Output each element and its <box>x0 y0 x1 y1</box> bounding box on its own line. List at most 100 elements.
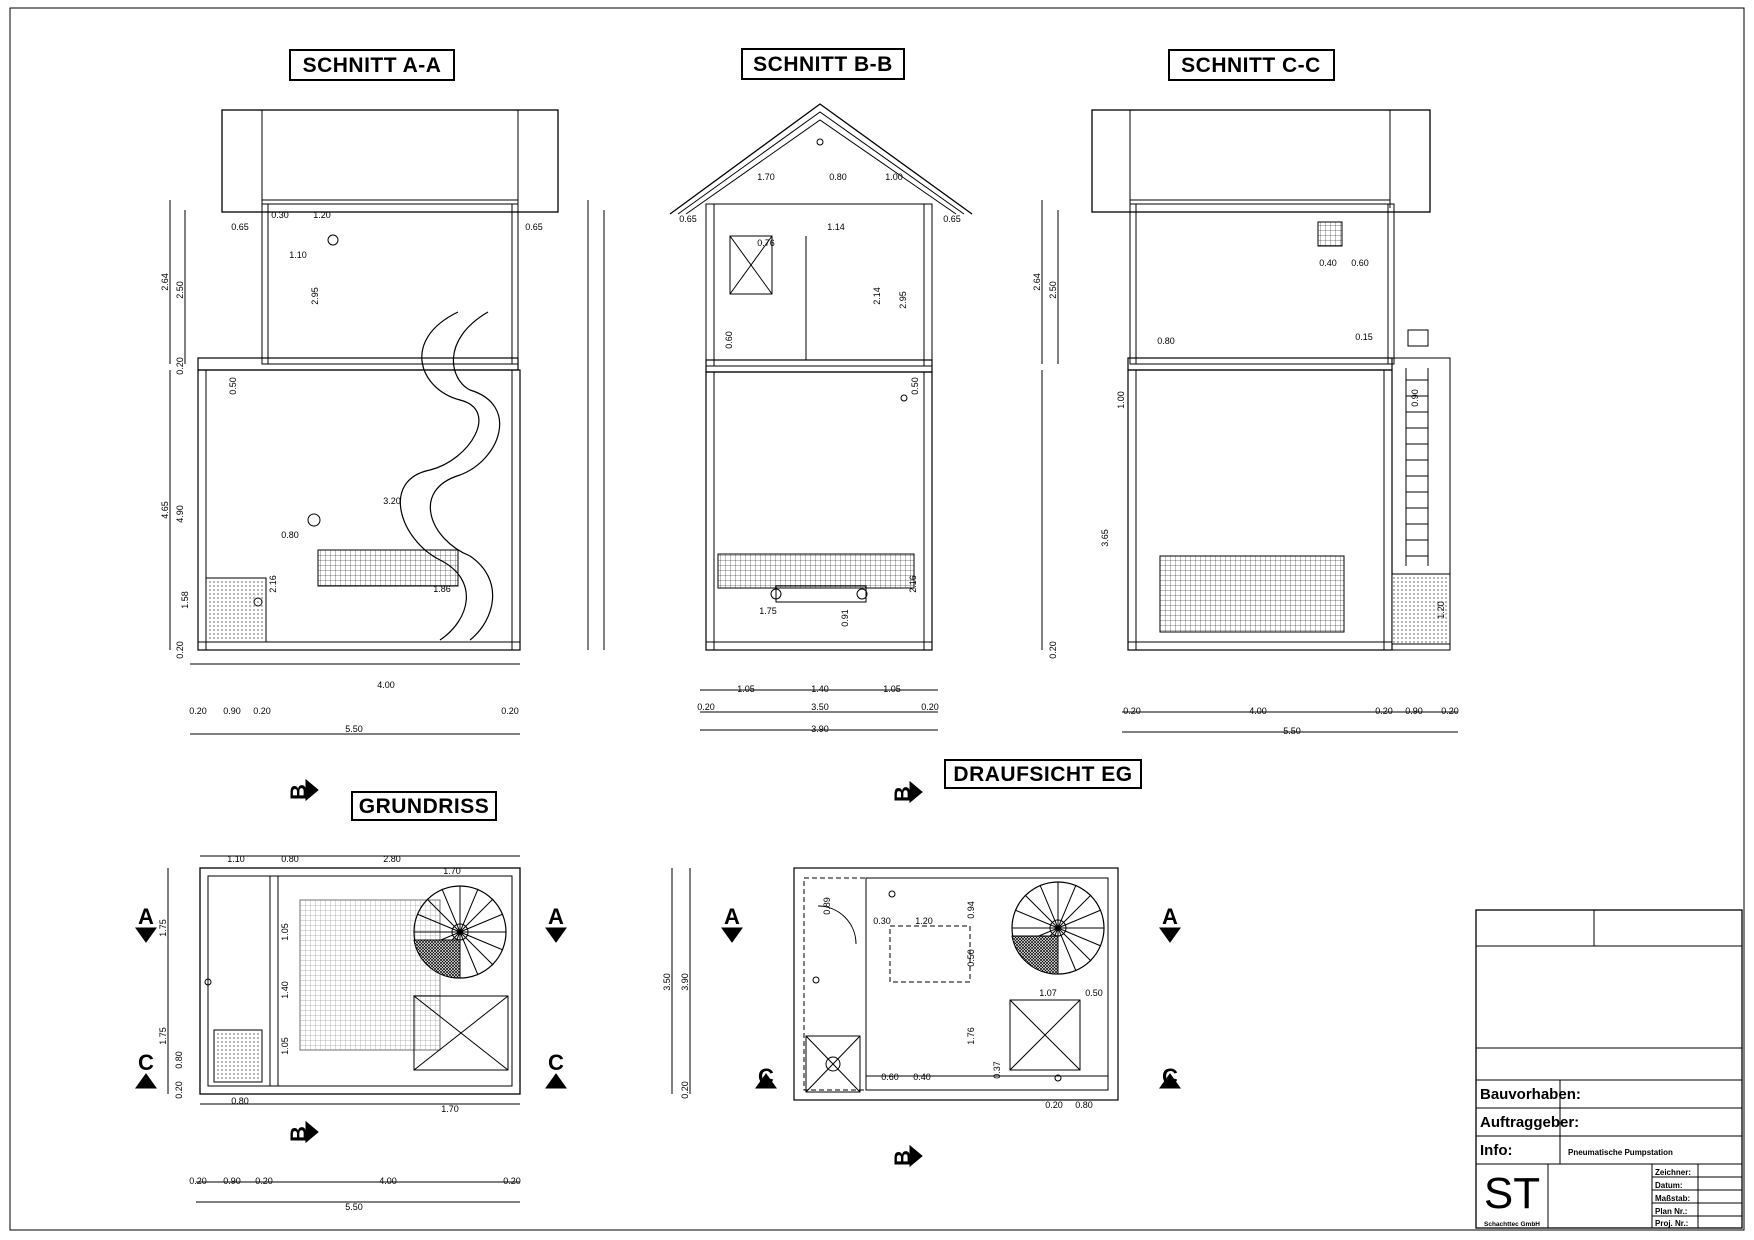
company-logo: ST Schachttec GmbH <box>1484 1169 1540 1228</box>
svg-text:0.89: 0.89 <box>822 897 832 915</box>
svg-text:2.95: 2.95 <box>898 291 908 309</box>
svg-text:0.15: 0.15 <box>1355 332 1373 342</box>
marker-b-top-2: B <box>890 780 923 804</box>
section-a-dims: 0.20 0.90 0.20 4.00 0.20 5.50 2.64 2.50 … <box>160 210 543 734</box>
svg-text:1.20: 1.20 <box>1436 601 1446 619</box>
svg-text:3.50: 3.50 <box>811 702 829 712</box>
svg-text:1.75: 1.75 <box>759 606 777 616</box>
svg-text:1.70: 1.70 <box>443 866 461 876</box>
svg-text:1.10: 1.10 <box>289 250 307 260</box>
svg-text:1.14: 1.14 <box>827 222 845 232</box>
marker-c-left: C <box>135 1050 157 1089</box>
svg-text:0.90: 0.90 <box>1405 706 1423 716</box>
svg-text:4.90: 4.90 <box>175 505 185 523</box>
svg-text:0.60: 0.60 <box>881 1072 899 1082</box>
svg-text:0.50: 0.50 <box>910 377 920 395</box>
svg-text:2.50: 2.50 <box>175 281 185 299</box>
svg-text:1.86: 1.86 <box>433 584 451 594</box>
marker-c-right: C <box>545 1050 567 1089</box>
svg-text:0.65: 0.65 <box>943 214 961 224</box>
svg-text:1.75: 1.75 <box>158 1027 168 1045</box>
svg-text:2.16: 2.16 <box>268 575 278 593</box>
svg-text:0.20: 0.20 <box>921 702 939 712</box>
svg-text:0.20: 0.20 <box>501 706 519 716</box>
svg-text:SCHNITT B-B: SCHNITT B-B <box>753 53 893 76</box>
svg-text:1.20: 1.20 <box>915 916 933 926</box>
svg-text:1.40: 1.40 <box>811 684 829 694</box>
svg-text:0.20: 0.20 <box>175 641 185 659</box>
svg-text:C: C <box>138 1050 154 1075</box>
title-draufsicht: DRAUFSICHT EG <box>944 759 1142 789</box>
svg-text:Bauvorhaben:: Bauvorhaben: <box>1480 1086 1581 1103</box>
section-markers: A A C C B B A A <box>135 778 1181 1168</box>
svg-text:1.70: 1.70 <box>757 172 775 182</box>
svg-text:1.05: 1.05 <box>280 923 290 941</box>
svg-text:0.90: 0.90 <box>223 706 241 716</box>
marker-c-top-left: C <box>755 1064 777 1089</box>
svg-text:0.80: 0.80 <box>281 854 299 864</box>
section-a-drawing <box>169 109 559 735</box>
svg-text:0.20: 0.20 <box>503 1176 521 1186</box>
section-c-dims: 0.20 4.00 0.20 0.90 0.20 5.50 2.64 2.50 … <box>1032 258 1459 736</box>
section-c-drawing <box>1041 109 1458 733</box>
svg-text:2.14: 2.14 <box>872 287 882 305</box>
svg-text:C: C <box>758 1064 774 1089</box>
svg-text:3.50: 3.50 <box>662 973 672 991</box>
svg-text:0.65: 0.65 <box>231 222 249 232</box>
svg-text:0.76: 0.76 <box>757 238 775 248</box>
svg-text:1.10: 1.10 <box>227 854 245 864</box>
section-b-dims: 0.20 3.50 0.20 3.90 1.05 1.40 1.05 1.70 … <box>679 172 961 734</box>
svg-text:2.80: 2.80 <box>383 854 401 864</box>
svg-text:0.91: 0.91 <box>840 609 850 627</box>
svg-text:5.50: 5.50 <box>1283 726 1301 736</box>
marker-a-top-right: A <box>1159 904 1181 943</box>
svg-text:0.20: 0.20 <box>174 1081 184 1099</box>
plan-drawing <box>167 855 691 1203</box>
svg-text:1.05: 1.05 <box>737 684 755 694</box>
svg-text:2.16: 2.16 <box>908 575 918 593</box>
svg-text:Maßstab:: Maßstab: <box>1655 1194 1690 1203</box>
svg-text:B: B <box>286 1126 311 1142</box>
svg-text:1.40: 1.40 <box>280 981 290 999</box>
svg-text:0.20: 0.20 <box>1045 1100 1063 1110</box>
svg-text:0.50: 0.50 <box>228 377 238 395</box>
section-b-drawing <box>587 103 973 731</box>
svg-text:SCHNITT C-C: SCHNITT C-C <box>1181 54 1321 77</box>
svg-text:1.07: 1.07 <box>1039 988 1057 998</box>
marker-b-bottom: B <box>286 1120 319 1144</box>
svg-text:3.90: 3.90 <box>811 724 829 734</box>
title-grundriss: GRUNDRISS <box>351 791 497 821</box>
svg-text:0.20: 0.20 <box>189 1176 207 1186</box>
svg-text:0.20: 0.20 <box>253 706 271 716</box>
svg-text:0.20: 0.20 <box>1441 706 1459 716</box>
svg-text:0.90: 0.90 <box>223 1176 241 1186</box>
svg-text:0.20: 0.20 <box>175 357 185 375</box>
svg-text:0.60: 0.60 <box>724 331 734 349</box>
svg-text:C: C <box>1162 1064 1178 1089</box>
svg-text:0.80: 0.80 <box>1075 1100 1093 1110</box>
svg-text:C: C <box>548 1050 564 1075</box>
svg-text:2.95: 2.95 <box>310 287 320 305</box>
svg-text:DRAUFSICHT EG: DRAUFSICHT EG <box>953 763 1132 786</box>
svg-text:ST: ST <box>1484 1169 1540 1218</box>
svg-text:0.50: 0.50 <box>1085 988 1103 998</box>
svg-text:0.30: 0.30 <box>271 210 289 220</box>
svg-text:0.94: 0.94 <box>966 901 976 919</box>
marker-b-bottom-2: B <box>890 1144 923 1168</box>
svg-text:3.20: 3.20 <box>383 496 401 506</box>
svg-text:0.40: 0.40 <box>913 1072 931 1082</box>
svg-text:B: B <box>286 784 311 800</box>
svg-text:5.50: 5.50 <box>345 1202 363 1212</box>
svg-text:0.37: 0.37 <box>992 1061 1002 1079</box>
marker-a-right: A <box>545 904 567 943</box>
svg-text:1.05: 1.05 <box>883 684 901 694</box>
svg-text:0.80: 0.80 <box>281 530 299 540</box>
svg-text:0.20: 0.20 <box>1123 706 1141 716</box>
svg-text:0.20: 0.20 <box>189 706 207 716</box>
svg-text:1.76: 1.76 <box>966 1027 976 1045</box>
svg-text:1.00: 1.00 <box>1116 391 1126 409</box>
svg-text:A: A <box>724 904 740 929</box>
svg-text:0.65: 0.65 <box>679 214 697 224</box>
svg-text:Zeichner:: Zeichner: <box>1655 1168 1691 1177</box>
